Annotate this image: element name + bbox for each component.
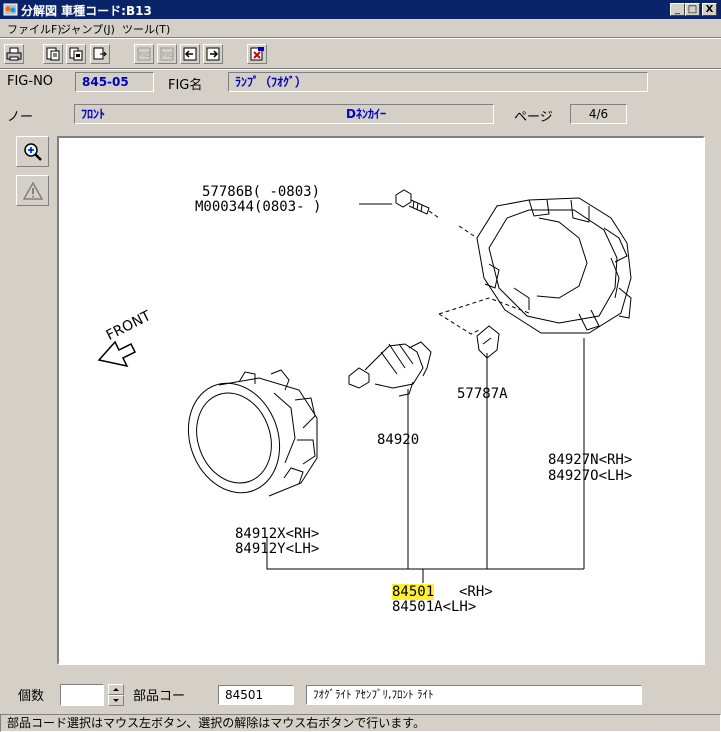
export-icon <box>93 47 108 60</box>
menu-divider <box>0 37 721 39</box>
part-code-field[interactable]: 84501 <box>218 685 294 705</box>
close-button[interactable]: X <box>702 3 717 16</box>
label-57787a[interactable]: 57787A <box>457 386 508 402</box>
parts-diagram[interactable]: 57786B( -0803) M000344(0803- ) FRONT 577… <box>57 136 705 665</box>
qty-down-button[interactable] <box>108 695 124 706</box>
app-icon <box>3 3 18 16</box>
list-icon <box>46 47 60 61</box>
maximize-icon: □ <box>687 4 698 15</box>
menu-jump[interactable]: ジャンプ(J) <box>60 23 115 36</box>
bracket-drawing <box>438 197 632 335</box>
title-bar: 分解図 車種コード:B13 <box>0 0 721 19</box>
forward-button[interactable] <box>203 44 223 64</box>
label-84501[interactable]: 84501 <box>392 584 435 600</box>
fog-lamp-drawing <box>187 369 318 497</box>
location-sub-value: Dﾈﾝｶｲｰ <box>346 107 386 121</box>
warning-icon <box>23 181 43 200</box>
next-disabled-icon: FIG <box>160 47 174 61</box>
svg-text:FIG: FIG <box>139 51 151 59</box>
front-arrow <box>97 340 137 368</box>
location-field[interactable]: ﾌﾛﾝﾄ Dﾈﾝｶｲｰ <box>74 104 494 124</box>
fig-no-field[interactable]: 845-05 <box>75 72 154 92</box>
print-button[interactable] <box>4 44 24 64</box>
zoom-in-button[interactable] <box>16 136 49 167</box>
clip-drawing <box>476 325 500 359</box>
page-field: 4/6 <box>570 104 627 124</box>
qty-up-button[interactable] <box>108 684 124 695</box>
label-84927o[interactable]: 84927O<LH> <box>548 468 633 484</box>
prev-disabled-icon: FIG <box>137 47 151 61</box>
zoom-in-icon <box>24 143 42 161</box>
location-value: ﾌﾛﾝﾄ <box>81 107 106 121</box>
fig-name-field[interactable]: ﾗﾝﾌﾟ（ﾌｵｸﾞ） <box>228 72 648 92</box>
exit-button[interactable] <box>247 44 267 64</box>
next-page-button[interactable]: FIG <box>157 44 177 64</box>
warning-button[interactable] <box>16 175 49 206</box>
arrow-down-icon <box>113 699 119 702</box>
label-84501-rh: <RH> <box>459 584 493 600</box>
svg-text:FIG: FIG <box>162 51 174 59</box>
label-84912y[interactable]: 84912Y<LH> <box>235 541 320 557</box>
bulb-drawing <box>348 341 432 397</box>
minimize-icon: _ <box>675 4 680 15</box>
qty-label: 個数 <box>18 689 45 704</box>
forward-icon <box>206 47 220 61</box>
arrow-up-icon <box>113 688 119 691</box>
menu-file[interactable]: ファイルF) <box>7 23 62 36</box>
fig-name-label: FIG名 <box>168 78 203 93</box>
no-label: ノー <box>7 110 34 125</box>
maximize-button[interactable]: □ <box>685 3 700 16</box>
page-label: ページ <box>514 110 553 125</box>
back-icon <box>183 47 197 61</box>
label-84920[interactable]: 84920 <box>377 432 420 448</box>
label-57786b[interactable]: 57786B( -0803) <box>202 184 321 200</box>
label-m000344[interactable]: M000344(0803- ) <box>195 199 322 215</box>
status-bar: 部品コード選択はマウス左ボタン、選択の解除はマウス右ボタンで行います。 <box>0 714 721 732</box>
status-text: 部品コード選択はマウス左ボタン、選択の解除はマウス右ボタンで行います。 <box>7 716 426 730</box>
export-button[interactable] <box>90 44 110 64</box>
diagram-drawing <box>97 189 632 583</box>
close-icon: X <box>705 4 714 15</box>
exit-icon <box>250 47 264 61</box>
label-84912x[interactable]: 84912X<RH> <box>235 526 320 542</box>
menu-tool[interactable]: ツール(T) <box>122 23 171 36</box>
prev-page-button[interactable]: FIG <box>134 44 154 64</box>
print-icon <box>6 47 22 61</box>
qty-stepper[interactable] <box>108 684 124 706</box>
back-button[interactable] <box>180 44 200 64</box>
fig-no-label: FIG-NO <box>7 74 54 89</box>
part-name-field[interactable]: ﾌｵｸﾞﾗｲﾄ ｱｾﾝﾌﾞﾘ,ﾌﾛﾝﾄ ﾗｲﾄ <box>306 685 642 705</box>
minimize-button[interactable]: _ <box>670 3 685 16</box>
copy-button[interactable] <box>66 44 86 64</box>
label-84501a[interactable]: 84501A<LH> <box>392 599 477 615</box>
screw-drawing <box>395 189 440 219</box>
leader-lines <box>266 203 585 583</box>
part-code-label: 部品コー <box>133 689 186 704</box>
copy-icon <box>69 47 83 61</box>
toolbar-divider <box>0 68 721 70</box>
list-button[interactable] <box>43 44 63 64</box>
qty-input[interactable] <box>60 684 104 706</box>
window-title: 分解図 車種コード:B13 <box>21 4 152 18</box>
label-84927n[interactable]: 84927N<RH> <box>548 452 633 468</box>
